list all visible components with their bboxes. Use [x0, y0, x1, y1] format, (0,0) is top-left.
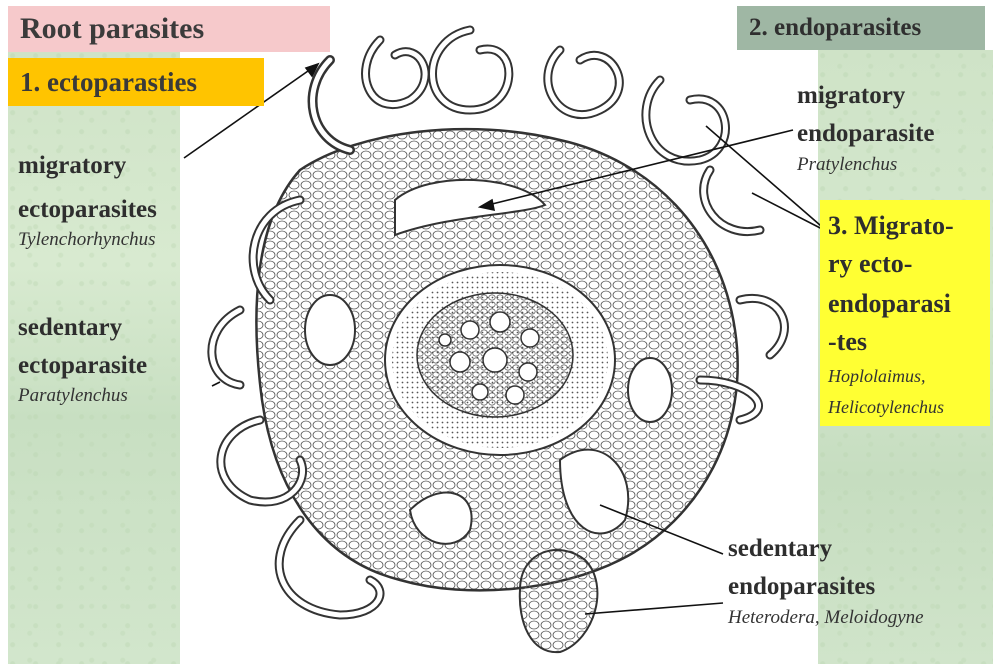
- ecto-endo-label-line2: ry ecto-: [828, 248, 912, 279]
- endoparasites-header: 2. endoparasites: [737, 6, 985, 50]
- ecto-endo-species-2: Helicotylenchus: [828, 396, 944, 418]
- root-parasites-header: Root parasites: [8, 6, 330, 52]
- sedentary-endo-species: Heterodera, Meloidogyne: [728, 607, 924, 629]
- ecto-endo-label-line1: 3. Migrato-: [828, 210, 954, 241]
- sedentary-endo-label-line1: sedentary: [728, 533, 832, 564]
- sedentary-ecto-label-line1: sedentary: [18, 312, 122, 343]
- sedentary-ecto-species: Paratylenchus: [18, 385, 128, 407]
- ectoparasites-header: 1. ectoparasties: [8, 58, 264, 106]
- migratory-endo-species: Pratylenchus: [797, 154, 897, 176]
- ecto-endo-label-line4: -tes: [828, 326, 867, 357]
- sedentary-endo-label-line2: endoparasites: [728, 571, 875, 602]
- migratory-endo-label-line1: migratory: [797, 80, 905, 111]
- migratory-ecto-label-line2: ectoparasites: [18, 194, 157, 225]
- cyst: [520, 550, 598, 652]
- migratory-ecto-label-line1: migratory: [18, 150, 126, 181]
- ecto-endo-label-line3: endoparasi: [828, 288, 951, 319]
- ecto-endo-species-1: Hoplolaimus,: [828, 365, 926, 387]
- migratory-endo-label-line2: endoparasite: [797, 118, 935, 149]
- sedentary-ecto-label-line2: ectoparasite: [18, 350, 147, 381]
- migratory-ecto-species: Tylenchorhynchus: [18, 229, 156, 251]
